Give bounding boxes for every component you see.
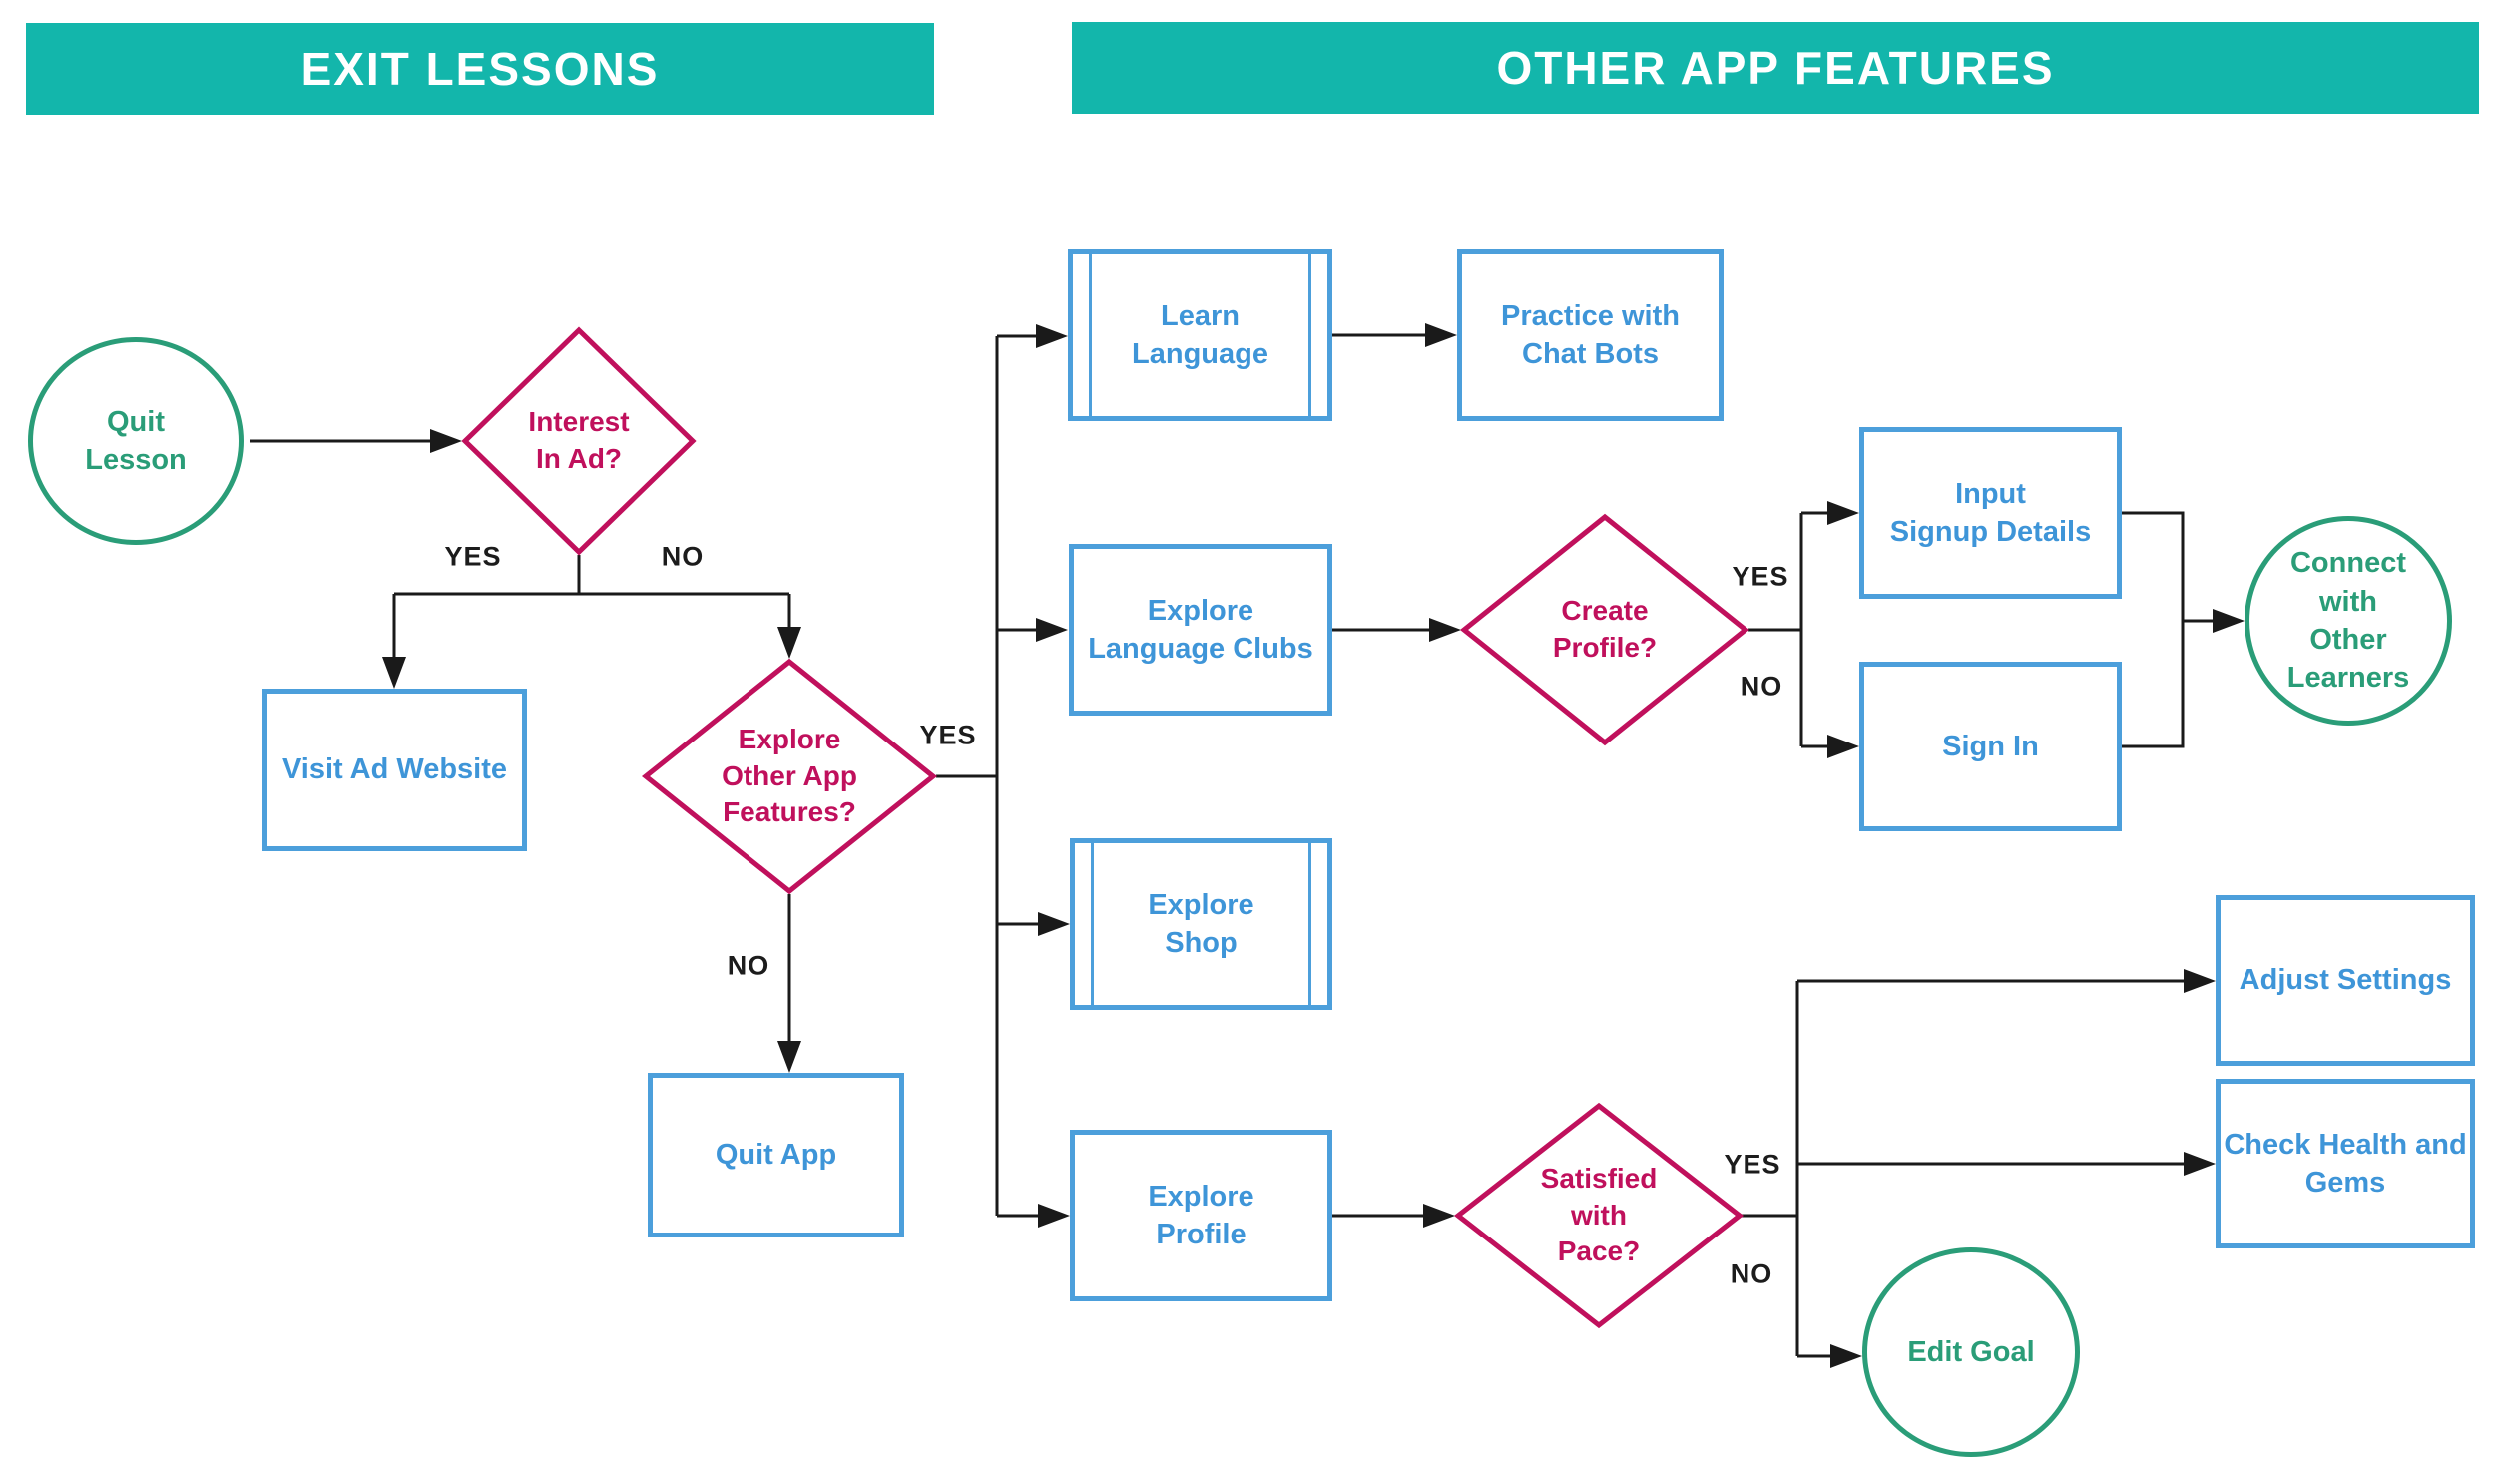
diamond-shape [1453,1102,1745,1329]
branch-label-satisfied-no: NO [1726,1258,1777,1290]
process-input-signup-details: Input Signup Details [1859,427,2122,599]
process-adjust-settings: Adjust Settings [2216,895,2475,1066]
node-label: Explore Shop [1148,888,1254,959]
subroutine-inner-line [1089,254,1092,416]
node-label: Interest In Ad? [528,406,630,474]
section-header-exit-lessons: EXIT LESSONS [26,23,934,115]
node-label: Input Signup Details [1889,477,2092,548]
branch-label-create-yes: YES [1728,561,1793,593]
node-label: Check Health and Gems [2224,1128,2467,1199]
diamond-shape [1460,513,1749,746]
process-practice-with-chat-bots: Practice with Chat Bots [1457,249,1724,421]
subroutine-learn-language: Learn Language [1068,249,1332,421]
terminator-quit-lesson: Quit Lesson [28,337,244,545]
subroutine-explore-shop: Explore Shop [1070,838,1332,1010]
branch-label-explore-no: NO [723,950,774,982]
decision-interest-in-ad: Interest In Ad? [461,326,697,556]
node-label: Quit Lesson [85,405,187,476]
node-label: Explore Language Clubs [1088,594,1313,665]
branch-label-satisfied-yes: YES [1720,1149,1785,1181]
node-label: Satisfied with Pace? [1540,1162,1658,1267]
section-header-other-app-features: OTHER APP FEATURES [1072,22,2479,114]
diamond-shape [461,326,697,556]
process-quit-app: Quit App [648,1073,904,1237]
branch-label-interest-no: NO [657,541,709,573]
terminator-edit-goal: Edit Goal [1862,1247,2080,1457]
edge-signup-signin-merge [2122,511,2185,748]
terminator-connect-with-other-learners: Connect with Other Learners [2245,516,2452,726]
node-label: Learn Language [1132,299,1268,370]
branch-label-create-no: NO [1736,671,1787,703]
decision-create-profile: Create Profile? [1460,513,1749,746]
node-label: Quit App [715,1139,837,1172]
process-explore-profile: Explore Profile [1070,1130,1332,1301]
node-label: Connect with Other Learners [2286,547,2410,695]
node-label: Create Profile? [1552,595,1658,663]
node-label: Edit Goal [1907,1335,2035,1368]
subroutine-inner-line [1308,843,1311,1005]
diamond-shape [641,658,938,895]
node-label: Adjust Settings [2239,964,2452,997]
process-check-health-and-gems: Check Health and Gems [2216,1079,2475,1248]
node-label: Practice with Chat Bots [1501,299,1680,370]
decision-satisfied-with-pace: Satisfied with Pace? [1453,1102,1745,1329]
subroutine-inner-line [1308,254,1311,416]
subroutine-inner-line [1091,843,1094,1005]
process-sign-in: Sign In [1859,662,2122,831]
branch-label-explore-yes: YES [915,720,981,751]
process-explore-language-clubs: Explore Language Clubs [1069,544,1332,716]
node-label: Sign In [1942,730,2039,762]
node-label: Explore Profile [1148,1180,1254,1250]
node-label: Visit Ad Website [281,753,508,786]
decision-explore-other-app-features: Explore Other App Features? [641,658,938,895]
process-visit-ad-website: Visit Ad Website [262,689,527,851]
branch-label-interest-yes: YES [440,541,506,573]
node-label: Explore Other App Features? [722,723,857,828]
